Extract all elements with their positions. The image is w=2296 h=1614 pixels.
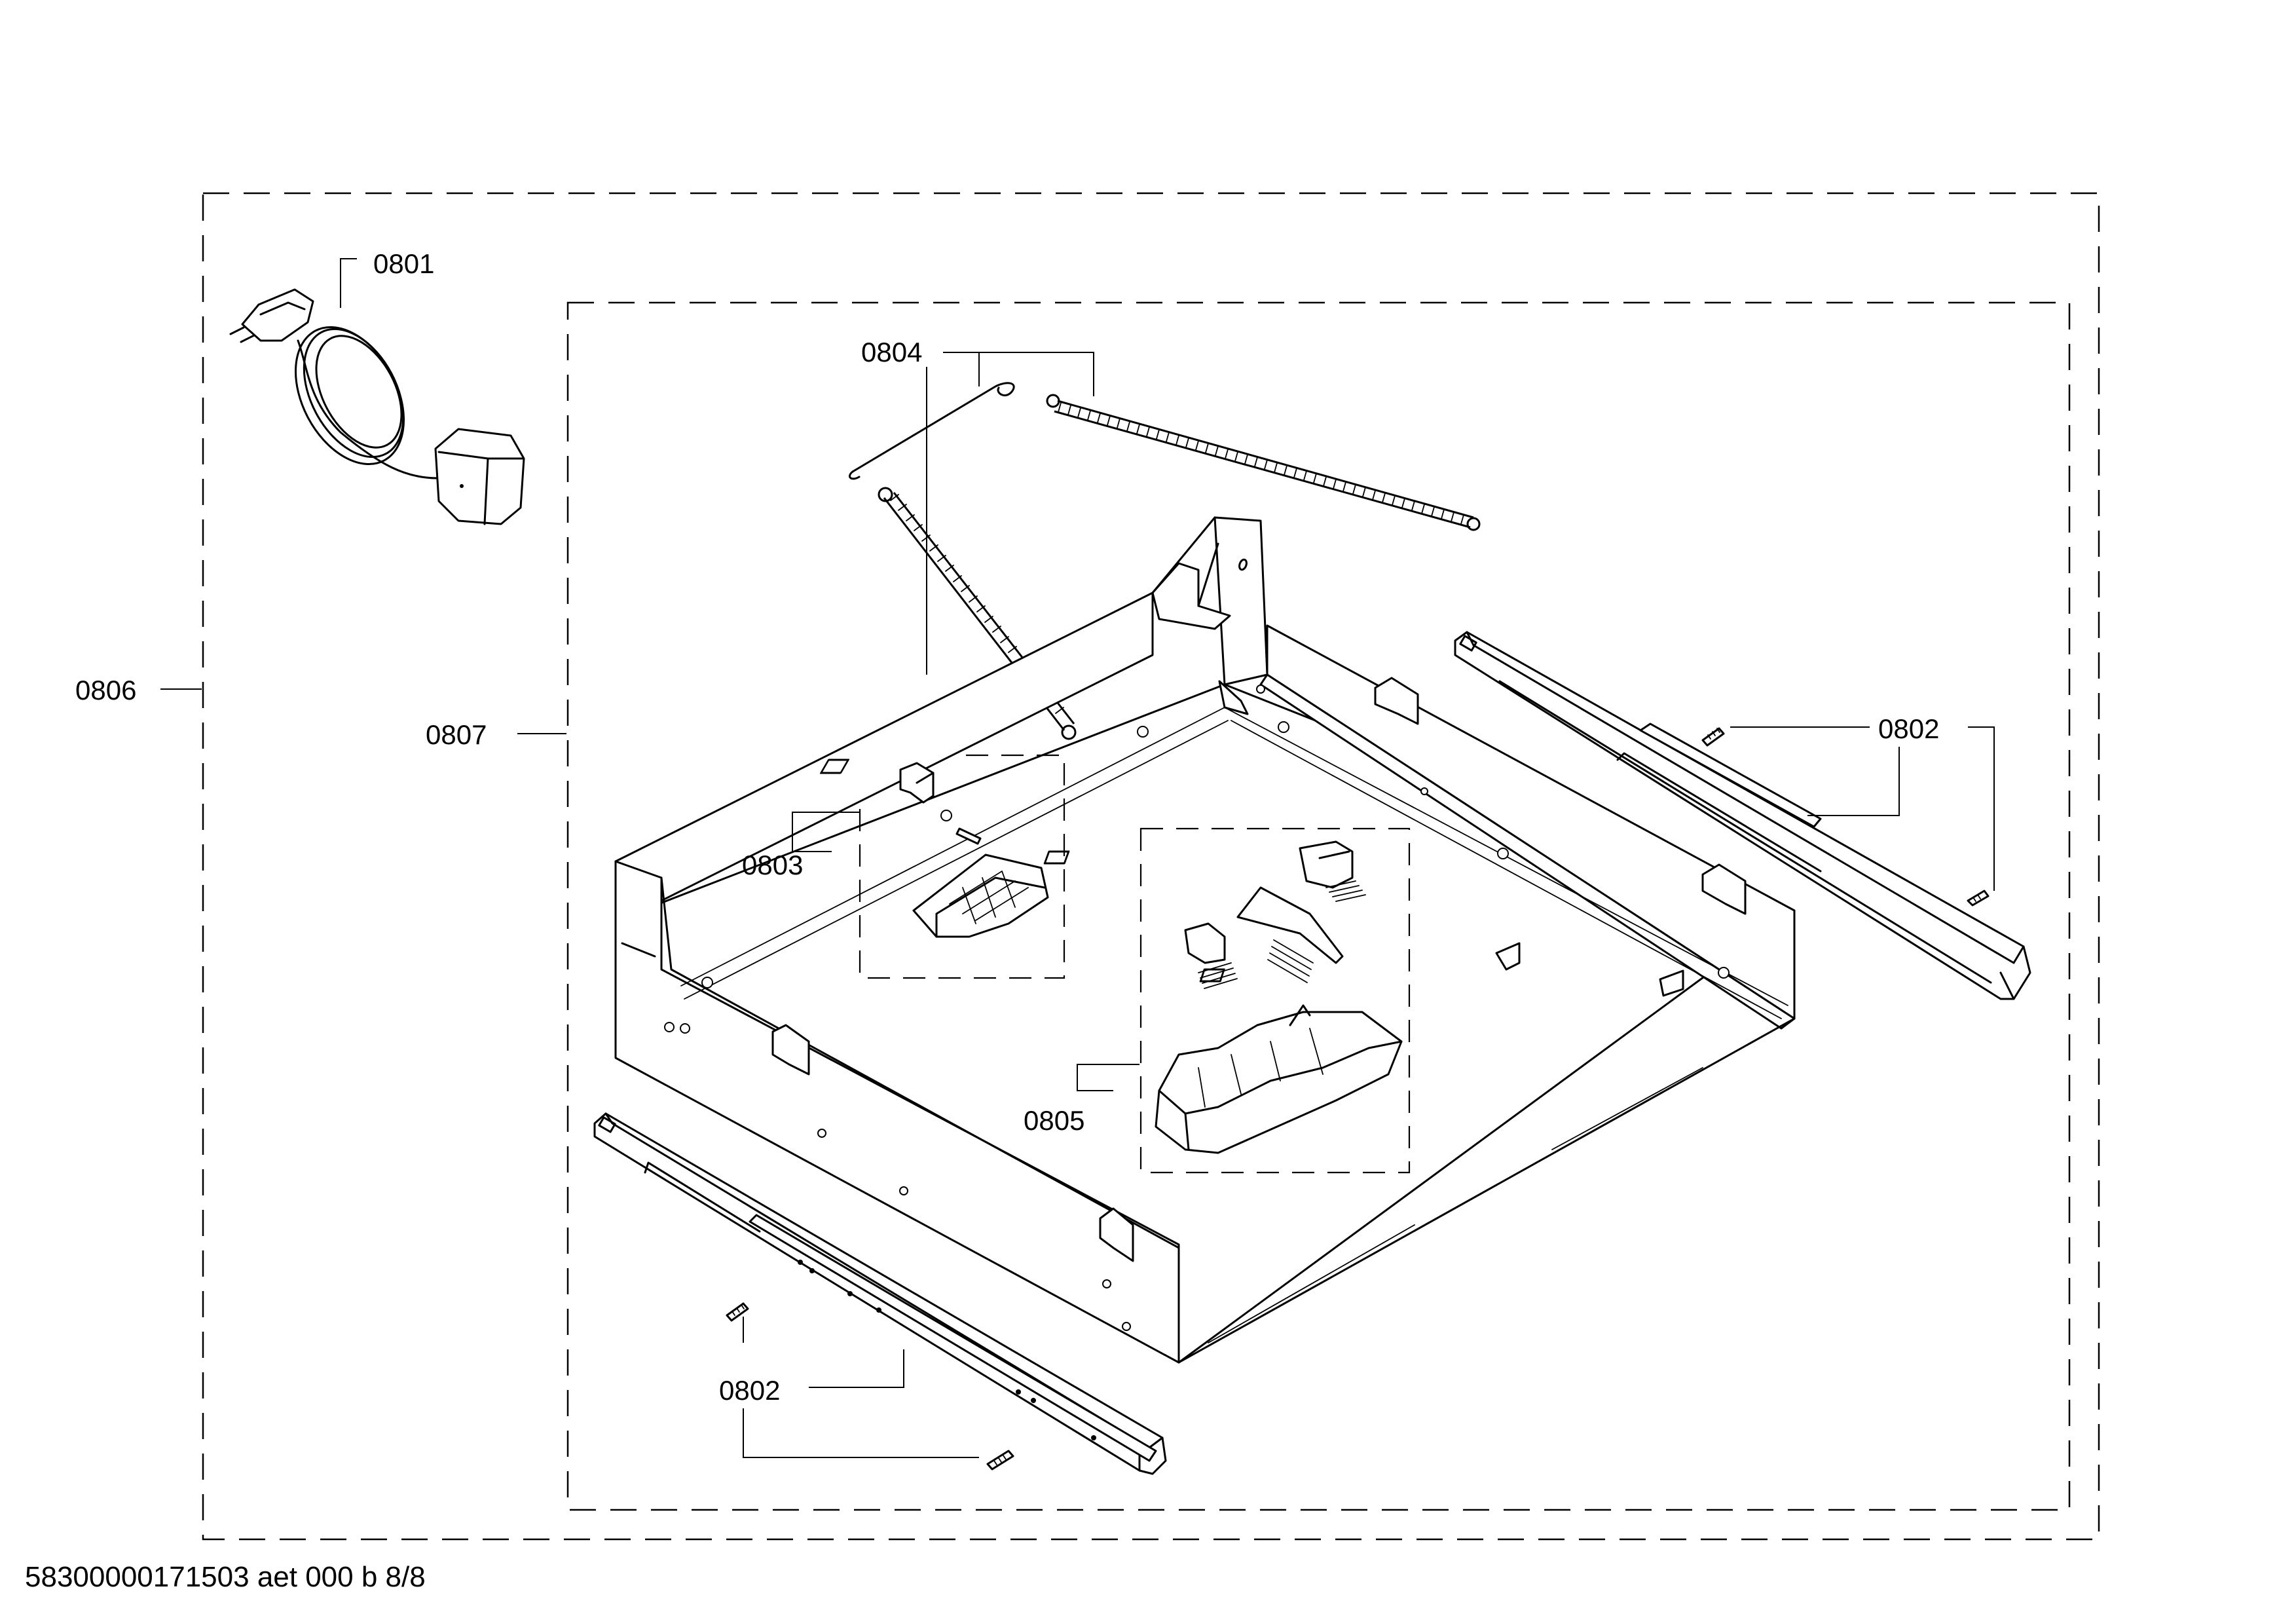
callout-0807: 0807 <box>426 719 487 750</box>
screw-hole <box>1102 1279 1111 1288</box>
screw-hole <box>1278 721 1289 733</box>
document-footer: 58300000171503 aet 000 b 8/8 <box>25 1561 426 1593</box>
assembly-frame-0806 <box>202 192 2100 1541</box>
rail-screws-part-0802 <box>726 727 1990 1471</box>
mechanism-group-part-0805 <box>1155 840 1403 1154</box>
leader-lines <box>160 258 1995 1458</box>
callout-0801: 0801 <box>373 248 434 279</box>
callout-0804: 0804 <box>861 337 922 367</box>
screw-hole <box>817 1129 826 1138</box>
callout-0805: 0805 <box>1024 1105 1084 1136</box>
callout-0806: 0806 <box>75 675 136 705</box>
group-frame-0805 <box>1139 827 1411 1174</box>
screw-hole <box>701 977 713 988</box>
screw-hole <box>1122 1322 1131 1331</box>
screw-hole <box>1256 685 1265 694</box>
screw-hole <box>1718 967 1730 979</box>
screw-hole <box>1420 787 1428 795</box>
screw-hole <box>1497 848 1509 859</box>
screw-hole <box>1137 726 1149 738</box>
callout-0802-right: 0802 <box>1878 713 1939 744</box>
left-rail-part-0802 <box>593 1112 1167 1475</box>
drawer-housing-part-0807 <box>614 516 1796 1364</box>
screw-hole <box>664 1022 675 1032</box>
springs-part-0804 <box>849 382 1481 740</box>
assembly-frame-0807 <box>566 301 2071 1511</box>
screw-hole <box>899 1186 908 1195</box>
power-cable-part-0801 <box>229 288 525 525</box>
callout-0802-bottom: 0802 <box>719 1375 780 1406</box>
long-spring <box>1046 394 1481 531</box>
screw-hole <box>680 1023 690 1034</box>
callout-0803: 0803 <box>742 850 803 880</box>
latch-group-part-0803 <box>899 762 1049 938</box>
right-rail-part-0802 <box>1454 631 2031 1000</box>
group-frame-0803 <box>859 754 1065 979</box>
